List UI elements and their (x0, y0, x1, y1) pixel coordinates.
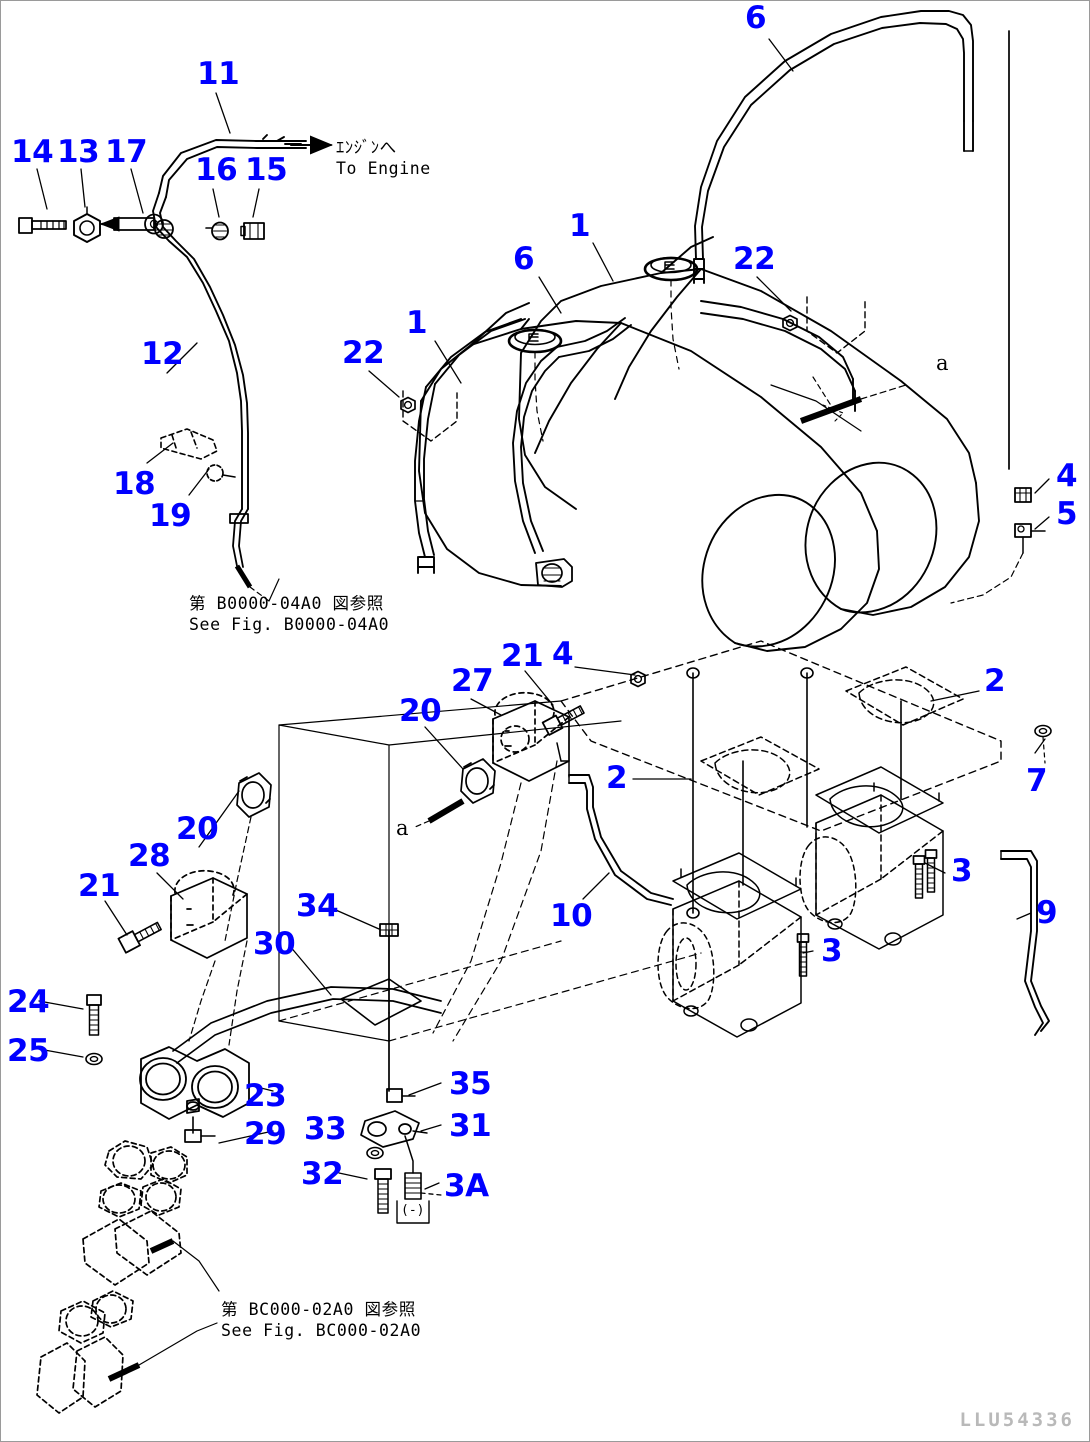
callout-13: 13 (57, 134, 100, 170)
callout-25: 25 (7, 1033, 50, 1069)
callout-21-left: 21 (78, 868, 121, 904)
callout-6-top: 6 (745, 0, 767, 36)
callout-19: 19 (149, 498, 192, 534)
see-fig-top-en: See Fig. B0000-04A0 (189, 615, 390, 635)
callout-6-mid: 6 (513, 241, 535, 277)
callout-2-mid: 2 (606, 760, 628, 796)
callout-24: 24 (7, 984, 50, 1020)
callout-17: 17 (105, 134, 148, 170)
callout-34: 34 (296, 888, 339, 924)
see-fig-top-jp: 第 B0000-04A0 図参照 (189, 594, 384, 613)
callout-1-left: 1 (406, 305, 428, 341)
polarity-mark: (-) (401, 1203, 425, 1218)
see-fig-top-note: 第 B0000-04A0 図参照 See Fig. B0000-04A0 (189, 593, 389, 635)
callout-4-mid: 4 (552, 636, 574, 672)
callout-7: 7 (1026, 763, 1048, 799)
callout-23: 23 (244, 1078, 287, 1114)
callout-2-right: 2 (984, 663, 1006, 699)
callout-22-right: 22 (733, 241, 776, 277)
callout-28: 28 (128, 838, 171, 874)
callout-27-detail: 27 (451, 663, 494, 699)
callout-33: 33 (304, 1111, 347, 1147)
detail-letter-main: a (936, 351, 949, 375)
callout-12: 12 (141, 336, 184, 372)
callout-29: 29 (244, 1116, 287, 1152)
callout-11: 11 (197, 56, 240, 92)
callout-15: 15 (245, 152, 288, 188)
callout-20-left: 20 (176, 811, 219, 847)
callout-32: 32 (301, 1156, 344, 1192)
callout-3A: 3A (444, 1168, 489, 1204)
to-engine-note: ｴﾝｼﾞﾝへ To Engine (336, 137, 431, 179)
to-engine-en: To Engine (336, 159, 431, 179)
detail-letter-view: a (396, 816, 409, 840)
callout-14: 14 (11, 134, 54, 170)
callout-1-right: 1 (569, 208, 591, 244)
see-fig-bottom-en: See Fig. BC000-02A0 (221, 1321, 422, 1341)
drawing-id-watermark: LLU54336 (959, 1409, 1075, 1431)
callout-16: 16 (195, 152, 238, 188)
callout-4-right: 4 (1056, 458, 1078, 494)
callout-20-detail: 20 (399, 693, 442, 729)
see-fig-bottom-note: 第 BC000-02A0 図参照 See Fig. BC000-02A0 (221, 1299, 421, 1341)
callout-31: 31 (449, 1108, 492, 1144)
callout-18: 18 (113, 466, 156, 502)
callout-10: 10 (550, 898, 593, 934)
callout-30: 30 (253, 926, 296, 962)
see-fig-bottom-jp: 第 BC000-02A0 図参照 (221, 1300, 416, 1319)
callout-3-lower: 3 (821, 933, 843, 969)
callout-22-left: 22 (342, 335, 385, 371)
to-engine-jp: ｴﾝｼﾞﾝへ (336, 138, 397, 157)
callout-21-detail: 21 (501, 638, 544, 674)
callout-9: 9 (1036, 895, 1058, 931)
callout-5: 5 (1056, 496, 1078, 532)
callout-35: 35 (449, 1066, 492, 1102)
callout-3-upper: 3 (951, 853, 973, 889)
